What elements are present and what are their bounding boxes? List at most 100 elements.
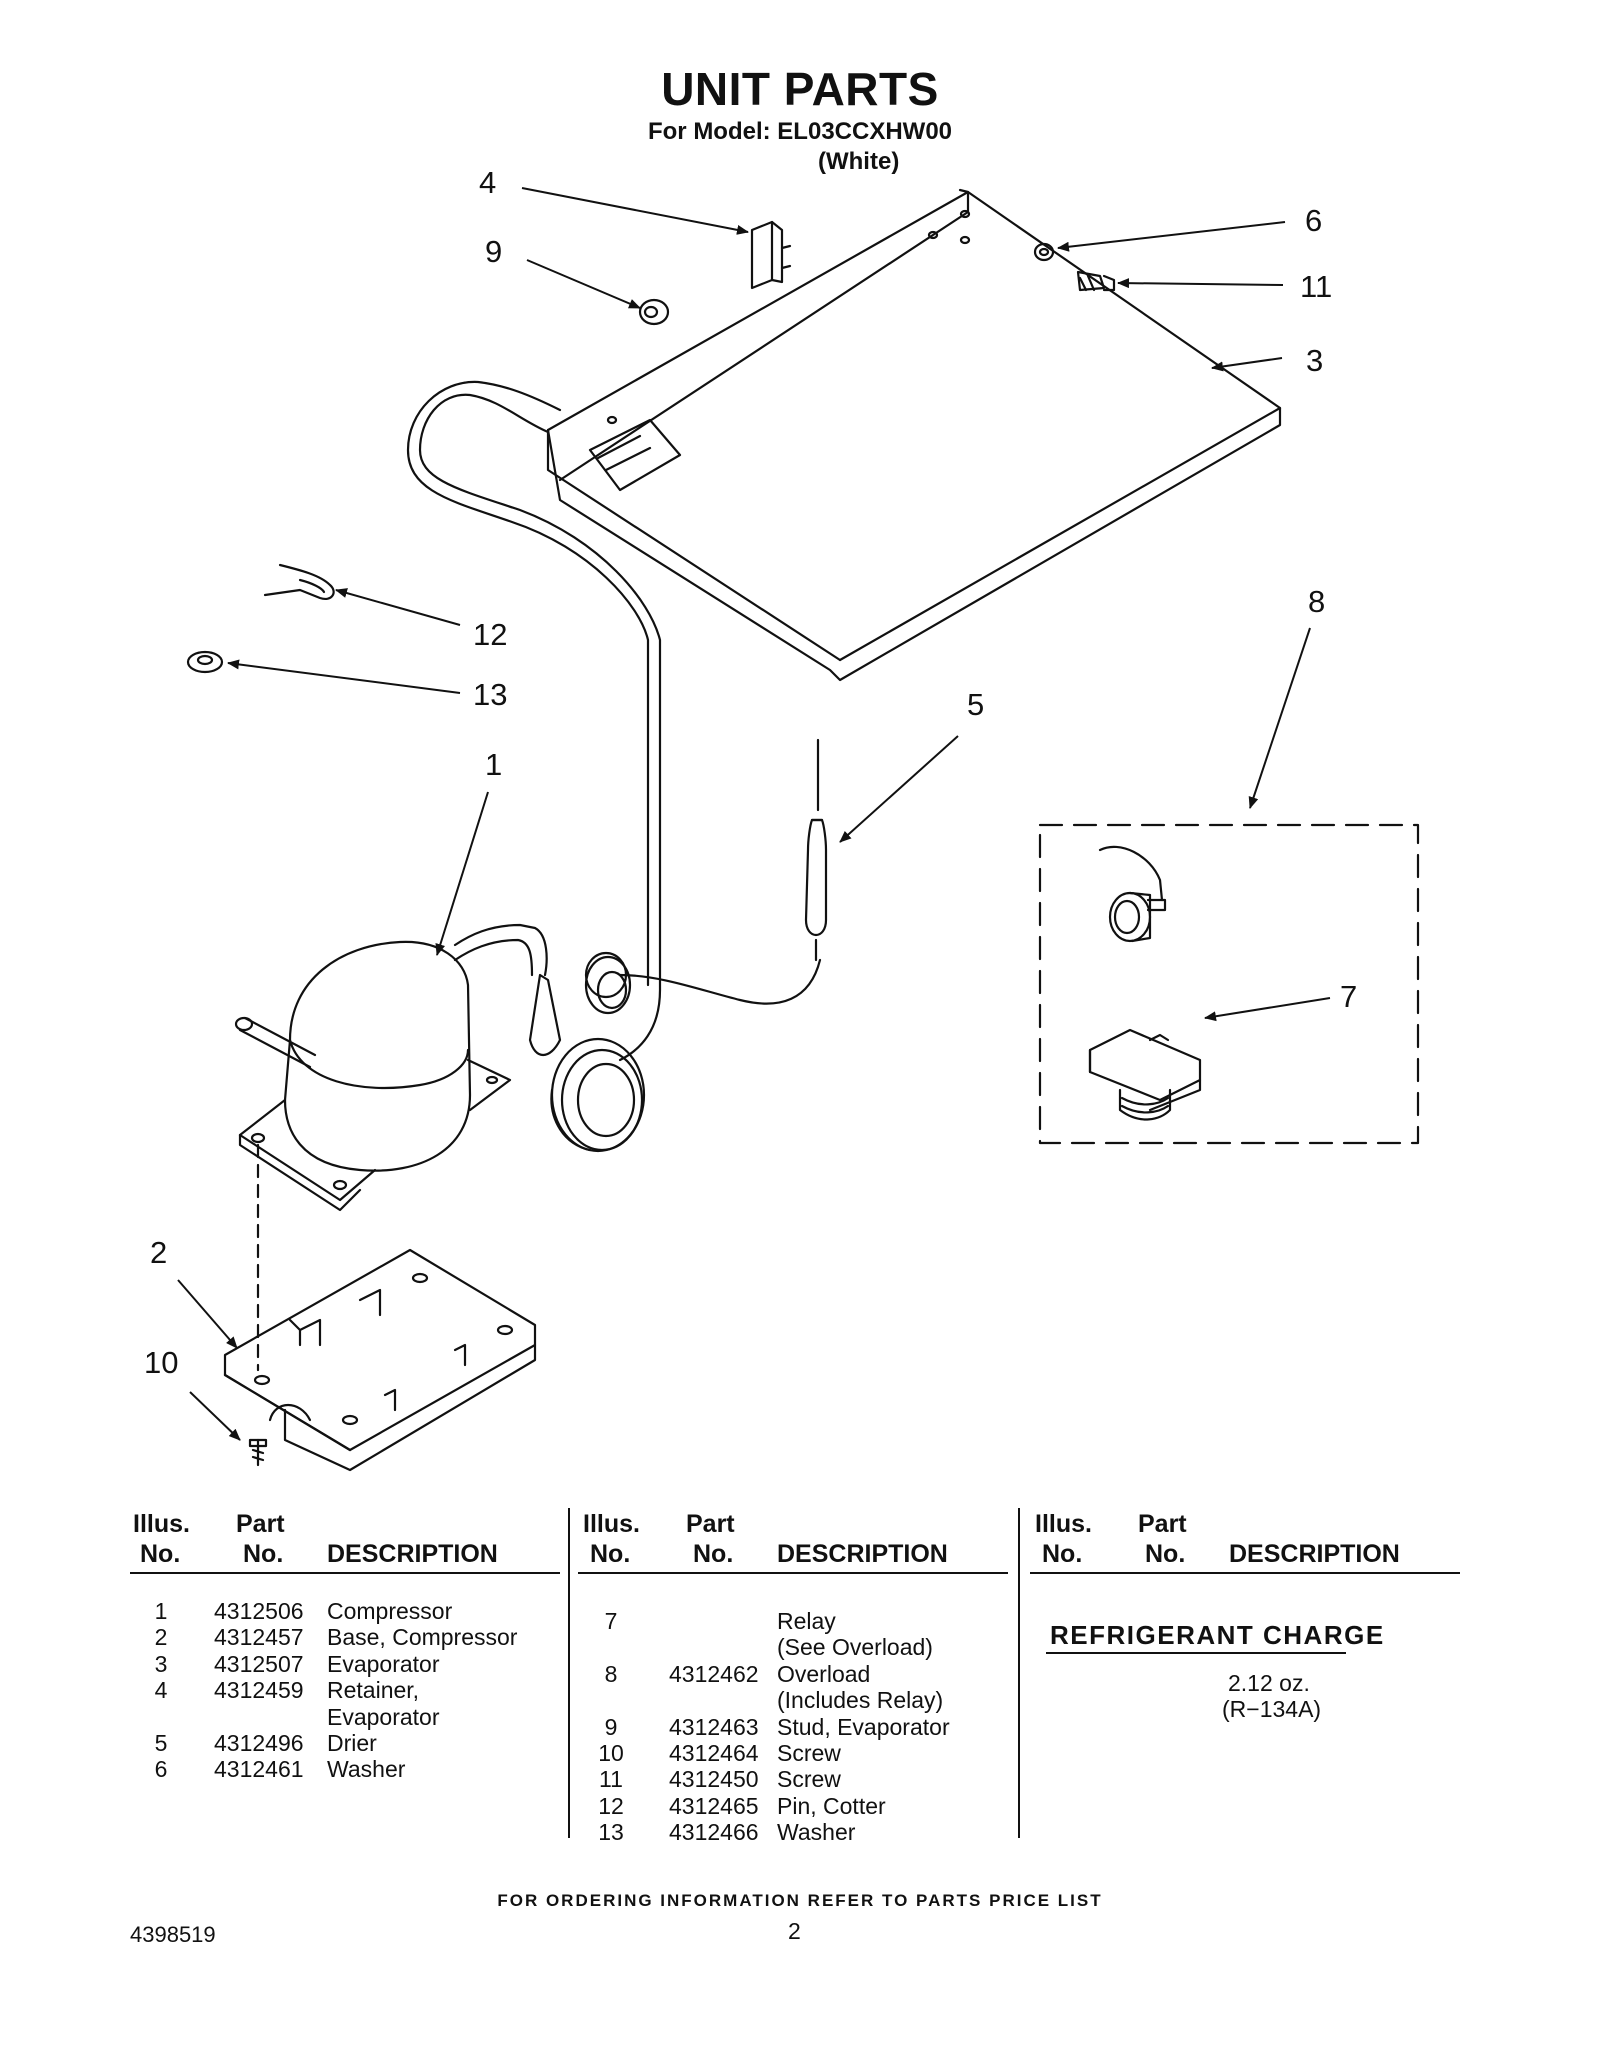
parts-row-part: 4312464 <box>669 1740 759 1766</box>
compressor <box>234 940 562 1212</box>
retainer-evaporator <box>750 220 792 290</box>
parts-row-part: 4312465 <box>669 1792 759 1819</box>
callout-2: 2 <box>150 1235 167 1270</box>
parts-row-illus: 9 <box>604 1713 618 1740</box>
header-part-no: No. <box>693 1540 734 1568</box>
parts-row-part: 4312462 <box>669 1660 759 1687</box>
parts-row-desc: Screw <box>777 1740 841 1766</box>
parts-row-desc: Stud, Evaporator <box>777 1713 950 1740</box>
washer-13 <box>186 650 224 674</box>
header-description: DESCRIPTION <box>327 1540 498 1568</box>
header-illus-no: No. <box>140 1540 181 1568</box>
refrigerant-charge-rule <box>1046 1652 1346 1654</box>
compressor-base <box>223 1248 537 1472</box>
parts-row-illus: 7 <box>604 1608 618 1634</box>
header-illus: Illus. <box>583 1510 640 1538</box>
parts-row-part: 4312461 <box>214 1756 304 1783</box>
parts-row-part: 4312457 <box>214 1624 304 1651</box>
parts-row-desc: Pin, Cotter <box>777 1792 886 1819</box>
parts-row-desc: Relay <box>777 1608 836 1634</box>
overload-relay-box <box>1038 823 1420 1145</box>
parts-row-illus: 6 <box>154 1756 168 1783</box>
exploded-parts-diagram: 4 9 6 11 3 8 12 13 1 5 7 2 10 <box>144 165 1420 1472</box>
callout-12: 12 <box>473 617 507 652</box>
parts-row-desc: Retainer, <box>327 1677 420 1704</box>
header-part-no: No. <box>243 1540 284 1568</box>
header-rule <box>130 1572 560 1574</box>
parts-row-part: 4312466 <box>669 1819 759 1846</box>
header-illus-no: No. <box>1042 1540 1083 1568</box>
header-description: DESCRIPTION <box>777 1540 948 1568</box>
stud-evaporator <box>638 298 670 326</box>
callout-11: 11 <box>1300 269 1332 304</box>
header-rule <box>578 1572 1008 1574</box>
callout-1: 1 <box>485 747 502 782</box>
refrigerant-type: (R−134A) <box>1222 1696 1322 1722</box>
ordering-note: FOR ORDERING INFORMATION REFER TO PARTS … <box>497 1891 1103 1910</box>
parts-row-illus: 13 <box>598 1819 624 1846</box>
header-part: Part <box>686 1510 735 1538</box>
parts-row-desc: (See Overload) <box>777 1634 933 1661</box>
callout-10: 10 <box>144 1345 178 1380</box>
parts-row-desc: Washer <box>327 1756 406 1783</box>
header-rule <box>1030 1572 1460 1574</box>
callout-4: 4 <box>479 165 496 200</box>
parts-row-desc: Drier <box>327 1730 377 1756</box>
header-illus-no: No. <box>590 1540 631 1568</box>
parts-row-illus: 1 <box>154 1598 168 1624</box>
callout-13: 13 <box>473 677 507 712</box>
parts-row-desc: Overload <box>777 1660 871 1687</box>
parts-row-illus: 12 <box>598 1792 624 1819</box>
page-title: UNIT PARTS <box>661 63 939 115</box>
column-divider <box>568 1508 570 1838</box>
header-illus: Illus. <box>1035 1510 1092 1538</box>
parts-row-desc: Washer <box>777 1819 856 1846</box>
header-part-no: No. <box>1145 1540 1186 1568</box>
color-line: (White) <box>818 148 900 175</box>
condenser-coil <box>550 951 646 1153</box>
parts-row-desc: Evaporator <box>327 1650 440 1677</box>
parts-row-desc: Screw <box>777 1766 841 1793</box>
parts-row-desc: Compressor <box>327 1598 453 1624</box>
parts-row-desc: Evaporator <box>327 1703 440 1730</box>
parts-row-illus: 8 <box>604 1660 618 1687</box>
screw-10 <box>248 1438 268 1467</box>
header-illus: Illus. <box>133 1510 190 1538</box>
parts-row-illus: 3 <box>154 1650 168 1677</box>
leader-lines <box>177 187 1331 1441</box>
parts-row-desc: (Includes Relay) <box>777 1687 944 1714</box>
relay <box>1088 1028 1202 1121</box>
callout-8: 8 <box>1308 584 1325 619</box>
callout-6: 6 <box>1305 203 1322 238</box>
refrigerant-amount: 2.12 oz. <box>1228 1670 1310 1696</box>
parts-row-illus: 10 <box>598 1740 624 1766</box>
parts-row-illus: 11 <box>599 1766 623 1793</box>
callout-7: 7 <box>1340 979 1357 1014</box>
document-number: 4398519 <box>130 1922 216 1947</box>
parts-row-desc: Base, Compressor <box>327 1624 518 1651</box>
parts-row-part: 4312459 <box>214 1677 304 1704</box>
parts-row-part: 4312463 <box>669 1713 759 1740</box>
parts-row-part: 4312507 <box>214 1650 304 1677</box>
callout-5: 5 <box>967 687 984 722</box>
parts-row-illus: 2 <box>154 1624 168 1651</box>
parts-row-part: 4312496 <box>214 1730 304 1756</box>
refrigerant-tubing <box>406 380 822 1062</box>
overload <box>1098 845 1167 943</box>
header-description: DESCRIPTION <box>1229 1540 1400 1568</box>
parts-row-part: 4312450 <box>669 1766 759 1793</box>
screw-11 <box>1076 270 1116 292</box>
callout-9: 9 <box>485 234 502 269</box>
model-line: For Model: EL03CCXHW00 <box>647 118 953 145</box>
page-number: 2 <box>788 1918 801 1944</box>
header-part: Part <box>236 1510 285 1538</box>
parts-row-illus: 5 <box>154 1730 168 1756</box>
evaporator-plate <box>546 188 1282 682</box>
cotter-pin <box>263 563 335 600</box>
drier <box>804 738 828 962</box>
refrigerant-charge-title: REFRIGERANT CHARGE <box>1050 1620 1385 1650</box>
parts-row-part: 4312506 <box>214 1598 304 1624</box>
header-part: Part <box>1138 1510 1187 1538</box>
washer-6 <box>1033 242 1055 262</box>
parts-row-illus: 4 <box>154 1677 168 1704</box>
